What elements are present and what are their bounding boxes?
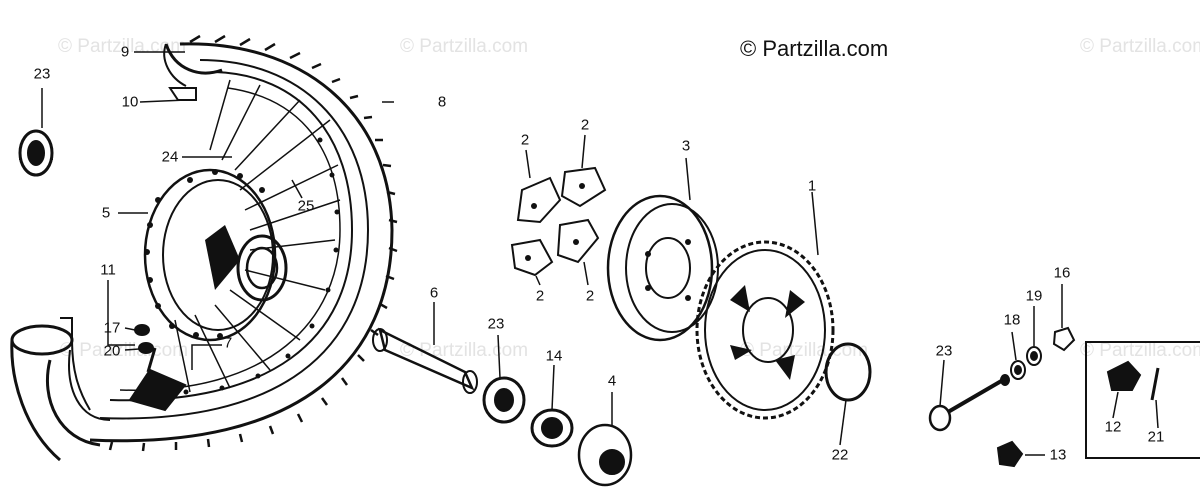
sprocket-drawing xyxy=(695,240,835,420)
callout-10: 10 xyxy=(121,93,139,111)
nut-13-drawing xyxy=(996,440,1024,468)
collar-drawing xyxy=(577,423,633,487)
callout-3: 3 xyxy=(681,137,691,155)
callout-6: 6 xyxy=(429,284,439,302)
callout-15: 16 xyxy=(1053,264,1071,282)
watermark: © Partzilla.com xyxy=(1080,36,1200,57)
callout-24: 24 xyxy=(161,148,179,166)
bearing-top-drawing xyxy=(18,129,54,177)
callout-9: 9 xyxy=(120,43,130,61)
nut-18-drawing xyxy=(1026,346,1042,366)
callout-5: 5 xyxy=(101,204,111,222)
callout-21: 22 xyxy=(831,446,849,464)
nut-15-drawing xyxy=(1052,326,1076,352)
callout-13: 13 xyxy=(1049,446,1067,464)
watermark: © Partzilla.com xyxy=(60,340,189,361)
valve-stem-drawing xyxy=(128,347,187,412)
callout-14: 14 xyxy=(545,347,563,365)
leader-lines xyxy=(41,51,1159,456)
spokes-drawing xyxy=(174,79,341,393)
brand-copyright: © Partzilla.com xyxy=(740,36,889,61)
oil-seal-drawing xyxy=(530,408,574,448)
callout-23: 23 xyxy=(487,315,505,333)
callout-7: 7 xyxy=(223,334,233,352)
valve-nut-drawing xyxy=(138,342,154,354)
valve-cap-drawing xyxy=(134,324,150,336)
callout-19: 20 xyxy=(103,342,121,360)
callout-12: 12 xyxy=(1104,418,1122,436)
callout-4: 4 xyxy=(607,372,617,390)
callout-25: 25 xyxy=(297,197,315,215)
inset-box xyxy=(1085,341,1200,459)
callout-2: 2 xyxy=(535,287,545,305)
callout-22: 23 xyxy=(935,342,953,360)
callout-16: 17 xyxy=(103,319,121,337)
callout-11: 11 xyxy=(100,261,116,279)
circlip-drawing xyxy=(824,342,872,402)
damper-rubbers-drawing xyxy=(510,166,607,277)
watermark: © Partzilla.com xyxy=(740,340,869,361)
tire-drawing xyxy=(10,34,398,462)
callout-1: 1 xyxy=(807,177,817,195)
bearing-center-drawing xyxy=(482,376,526,424)
hub-drawing xyxy=(143,168,288,342)
axle-sleeve-drawing xyxy=(372,327,478,394)
callout-2: 2 xyxy=(520,131,530,149)
washer-drawing xyxy=(1010,360,1026,380)
watermark: © Partzilla.com xyxy=(400,36,529,57)
callout-23: 23 xyxy=(33,65,51,83)
callout-8: 8 xyxy=(437,93,447,111)
sprocket-hub-drawing xyxy=(606,194,719,342)
callout-18: 19 xyxy=(1025,287,1043,305)
callout-2: 2 xyxy=(585,287,595,305)
callout-17: 18 xyxy=(1003,311,1021,329)
callout-2: 2 xyxy=(580,116,590,134)
callout-20: 21 xyxy=(1147,428,1165,446)
watermark: © Partzilla.com xyxy=(1080,340,1200,361)
